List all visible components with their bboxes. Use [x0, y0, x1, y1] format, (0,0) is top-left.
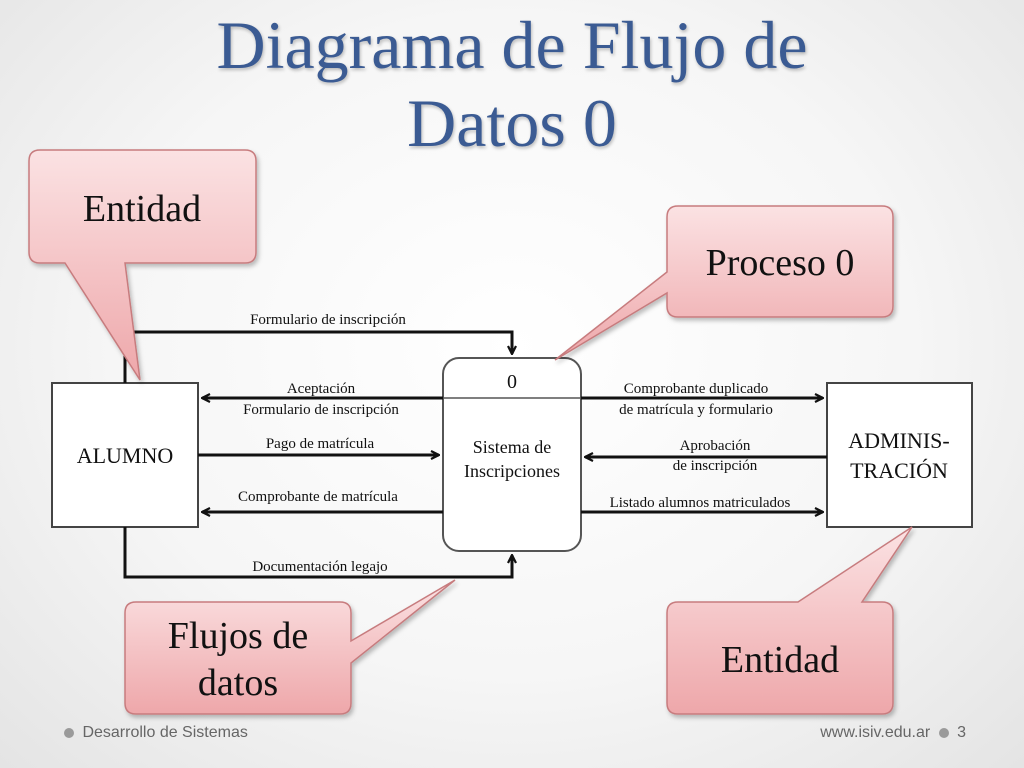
- process-number: 0: [507, 371, 517, 393]
- entity-alumno-label: ALUMNO: [77, 443, 174, 468]
- callout-entidad-top: [28, 149, 257, 381]
- flow-label-comprobante-duplicado-2: de matrícula y formulario: [619, 402, 773, 418]
- callout-entidad-top-label: Entidad: [83, 188, 201, 230]
- callout-flujos-label-2: datos: [198, 662, 278, 704]
- callout-flujos-de-datos: [124, 579, 456, 715]
- entity-administracion-label-2: TRACIÓN: [850, 458, 948, 483]
- process-label-1: Sistema de: [473, 437, 552, 457]
- flow-label-aceptacion-2: Formulario de inscripción: [243, 402, 399, 418]
- flow-label-documentacion-legajo: Documentación legajo: [252, 559, 387, 575]
- process-box: [442, 357, 582, 552]
- flow-label-aceptacion-1: Aceptación: [287, 381, 356, 397]
- entity-administracion-box: [826, 382, 973, 528]
- process-label-2: Inscripciones: [464, 461, 560, 481]
- flow-label-aprobacion-2: de inscripción: [673, 458, 758, 474]
- flow-documentacion-legajo: [123, 527, 512, 579]
- title-line-2: Datos 0: [407, 85, 617, 161]
- flow-label-pago-matricula: Pago de matrícula: [266, 436, 375, 452]
- flow-label-listado-alumnos: Listado alumnos matriculados: [610, 495, 791, 511]
- callout-entidad-bottom-label: Entidad: [721, 639, 839, 681]
- footer-page-number: 3: [957, 724, 966, 741]
- flow-label-comprobante-duplicado-1: Comprobante duplicado: [624, 381, 769, 397]
- flow-label-aprobacion-1: Aprobación: [680, 438, 751, 454]
- footer-right: www.isiv.edu.ar 3: [820, 721, 966, 745]
- bullet-dot-icon: [64, 727, 74, 738]
- footer-website: www.isiv.edu.ar: [820, 724, 931, 741]
- callout-proceso-0: [554, 205, 894, 361]
- footer-left: Desarrollo de Sistemas: [60, 721, 248, 745]
- callout-flujos-label-1: Flujos de: [168, 615, 308, 657]
- flow-label-comprobante-matricula: Comprobante de matrícula: [238, 489, 398, 505]
- slide-title: Diagrama de Flujo de Datos 0: [0, 6, 1024, 162]
- callout-proceso-0-label: Proceso 0: [706, 242, 855, 284]
- footer-course: Desarrollo de Sistemas: [82, 724, 248, 741]
- bullet-dot-icon: [938, 727, 949, 738]
- callout-entidad-bottom: [666, 526, 913, 715]
- entity-administracion-label-1: ADMINIS-: [848, 428, 949, 453]
- title-line-1: Diagrama de Flujo de: [216, 7, 808, 83]
- flow-label-formulario-inscripcion: Formulario de inscripción: [250, 312, 406, 328]
